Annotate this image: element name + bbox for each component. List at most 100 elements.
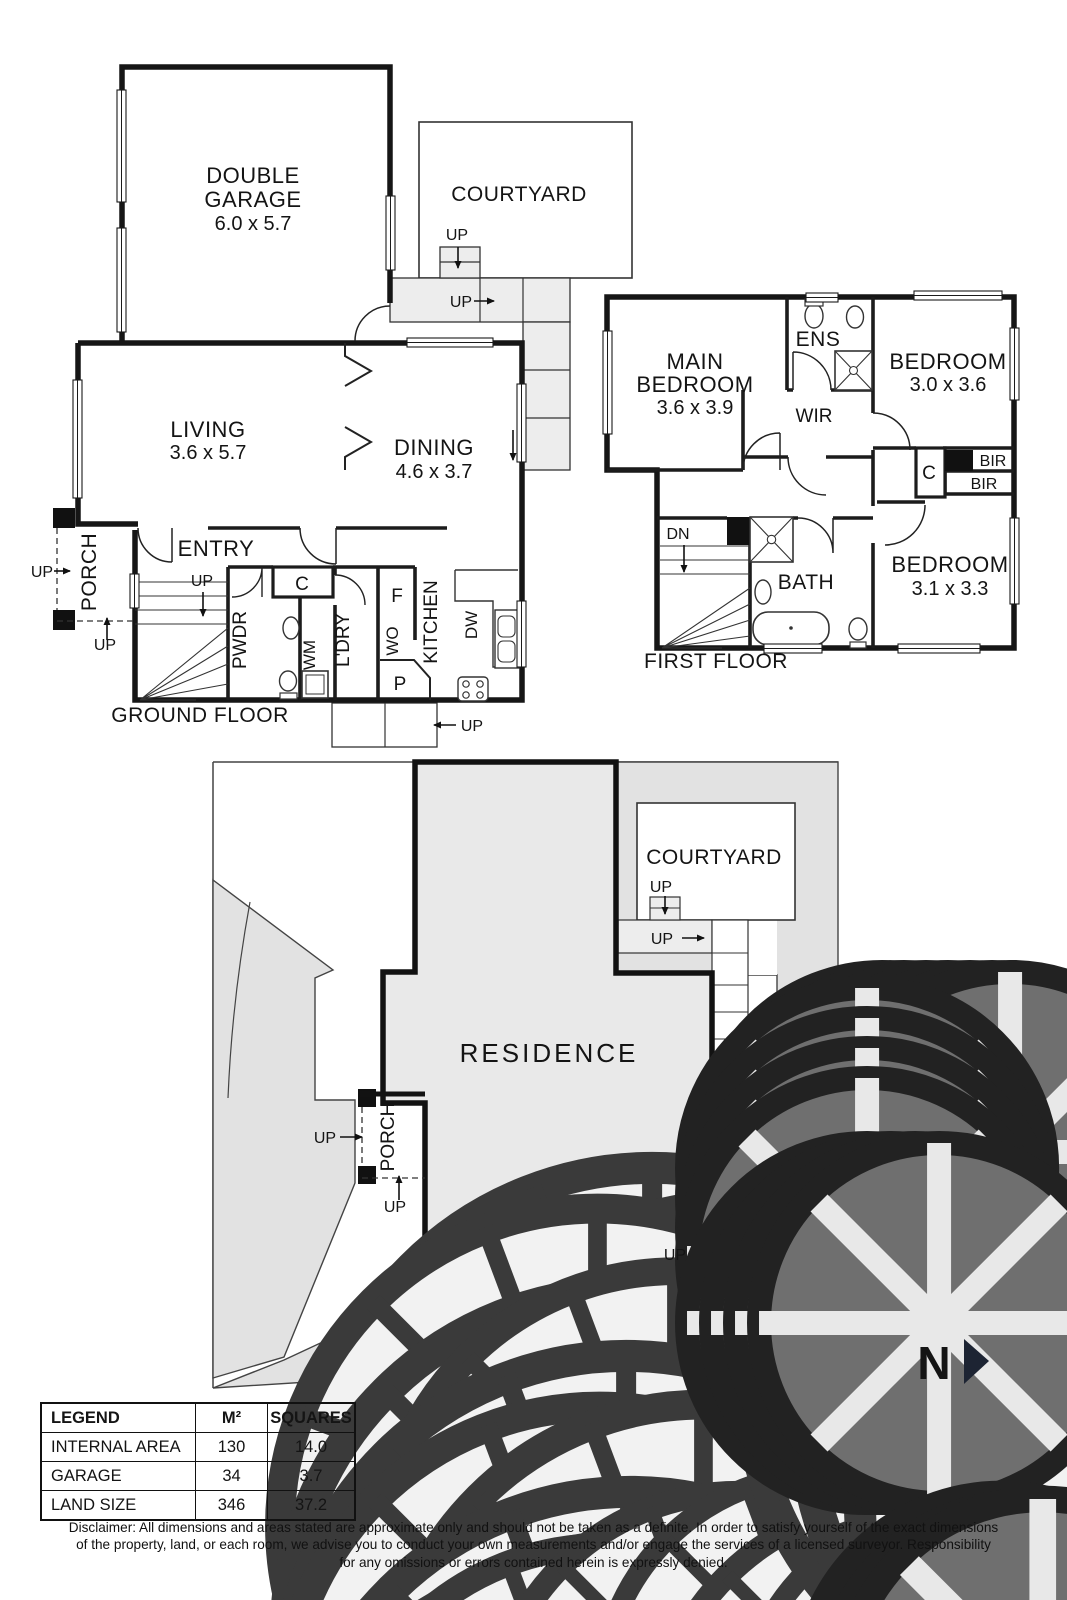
ground-floor-title: GROUND FLOOR	[111, 704, 289, 727]
cooktop-icon	[457, 676, 489, 702]
up-label: UP	[314, 1130, 336, 1147]
burner	[476, 691, 484, 699]
bedroom3-dims: 3.1 x 3.3	[912, 578, 989, 600]
north-arrow-icon	[964, 1339, 989, 1384]
bath-label: BATH	[778, 571, 834, 594]
up-label: UP	[461, 718, 483, 735]
shower-drain	[766, 534, 777, 545]
bath-door-arc	[797, 517, 834, 554]
entry-door-arc	[137, 527, 173, 563]
up-label: UP	[191, 573, 213, 590]
gf-porch-label: PORCH	[78, 533, 101, 611]
bedroom2-label: BEDROOM	[889, 349, 1006, 374]
ldry-label: L'DRY	[333, 613, 354, 667]
row-squares: 37.2	[267, 1490, 356, 1521]
bedroom2-dims: 3.0 x 3.6	[910, 374, 987, 396]
row-m2: 34	[195, 1461, 268, 1491]
ens-door-arc	[792, 351, 832, 391]
sink-basin-1	[497, 615, 516, 638]
toilet-icon	[804, 303, 824, 329]
site-path	[748, 920, 777, 975]
legend-header-row: LEGEND M² SQUARES	[40, 1402, 356, 1433]
shrub-icon	[759, 1143, 1067, 1503]
burner	[462, 680, 470, 688]
bedroom2-door-arc	[872, 412, 911, 451]
living-label: LIVING	[170, 417, 245, 442]
wir-label: WIR	[796, 406, 833, 427]
dining-label: DINING	[394, 435, 474, 460]
legend-table: LEGEND M² SQUARES INTERNAL AREA 130 14.0…	[40, 1402, 356, 1521]
garage-door-arc	[354, 305, 391, 342]
ff-windows	[602, 290, 1020, 654]
sink-basin-2	[497, 640, 516, 663]
main-bedroom-label-1: MAIN	[667, 349, 724, 374]
ff-closet	[914, 446, 947, 499]
up-label: UP	[664, 1247, 686, 1264]
gf-wall-break-chevrons	[344, 343, 374, 470]
wo-label: WO	[383, 626, 402, 655]
porch-post	[53, 610, 75, 630]
burner	[462, 691, 470, 699]
first-floor-plan: MAIN BEDROOM 3.6 x 3.9 ENS WIR BEDROOM 3…	[602, 290, 1020, 673]
disclaimer-line: of the property, land, or each room, we …	[76, 1537, 991, 1553]
porch-dashed-edge	[361, 1107, 425, 1179]
bedroom3-door-arc	[884, 504, 926, 546]
garage-dims: 6.0 x 5.7	[215, 213, 292, 235]
main-bedroom-door-arc	[742, 432, 781, 471]
gf-interior-walls	[208, 526, 447, 700]
gf-windows	[72, 89, 527, 668]
basin-icon	[754, 579, 772, 605]
pwdr-door-arc	[231, 566, 263, 598]
gf-stairs	[135, 581, 229, 701]
row-squares: 14.0	[267, 1432, 356, 1462]
garage-label-1: DOUBLE	[206, 163, 299, 188]
main-bedroom-dims: 3.6 x 3.9	[657, 397, 734, 419]
row-m2: 346	[195, 1490, 268, 1521]
dining-door-arc	[299, 527, 337, 565]
ground-floor-plan: DOUBLE GARAGE 6.0 x 5.7 COURTYARD LIVING…	[31, 64, 633, 748]
dw-label: DW	[462, 611, 481, 639]
bir-label: BIR	[980, 453, 1007, 470]
bedroom3-label: BEDROOM	[891, 552, 1008, 577]
porch-post	[53, 508, 75, 528]
toilet-icon	[278, 670, 298, 692]
p-label: P	[394, 674, 407, 695]
basin-icon	[845, 305, 865, 329]
row-label: INTERNAL AREA	[40, 1432, 196, 1462]
disclaimer: Disclaimer: All dimensions and areas sta…	[0, 1519, 1067, 1571]
site-porch-label: PORCH	[378, 1103, 399, 1172]
wm-label: WM	[300, 640, 319, 670]
garden-curve-line	[227, 901, 251, 1099]
garage-label-2: GARAGE	[204, 187, 301, 212]
f-label: F	[391, 586, 403, 607]
gf-courtyard-label: COURTYARD	[451, 183, 587, 206]
ff-stairs	[660, 545, 751, 649]
ff-black-fill	[945, 450, 973, 471]
ff-stair-black-fill	[727, 517, 750, 545]
up-label: UP	[650, 879, 672, 896]
bath-shower	[749, 516, 794, 563]
up-label: UP	[446, 227, 468, 244]
stair-treads	[660, 545, 750, 575]
north-indicator: N	[917, 1337, 989, 1389]
m2-header: M²	[195, 1402, 268, 1433]
dn-label: DN	[666, 526, 689, 543]
shower-drain	[848, 365, 859, 376]
ff-c-label: C	[922, 463, 936, 484]
left-garden-bed	[212, 878, 356, 1379]
toilet-icon	[848, 617, 868, 641]
burner	[476, 680, 484, 688]
pantry-wall	[380, 659, 431, 700]
site-plan: RESIDENCE COURTYARD PORCH UP UP UP UP UP	[212, 759, 1067, 1600]
ens-shower	[834, 350, 873, 391]
site-courtyard-label: COURTYARD	[646, 846, 782, 869]
residence-label: RESIDENCE	[460, 1038, 639, 1068]
table-row: LAND SIZE 346 37.2	[40, 1490, 356, 1521]
up-label: UP	[384, 1199, 406, 1216]
stair-treads	[135, 581, 228, 625]
stair-winders	[661, 587, 751, 649]
up-label: UP	[94, 637, 116, 654]
toilet-base	[849, 641, 867, 649]
basin-icon	[282, 616, 300, 640]
